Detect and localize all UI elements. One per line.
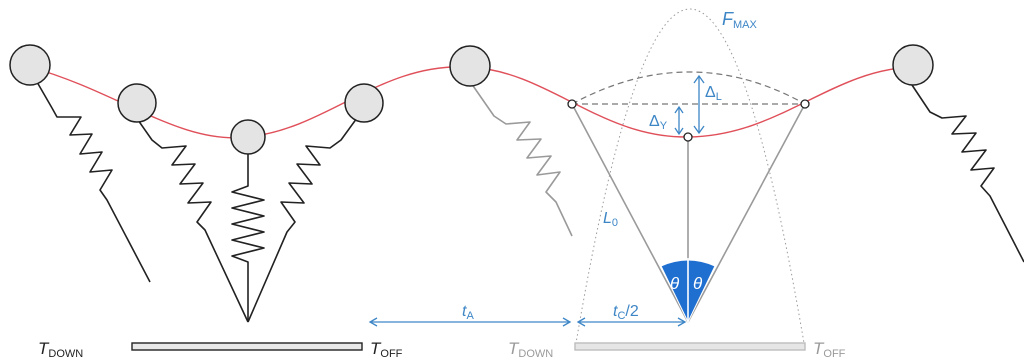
leg-left bbox=[571, 103, 689, 323]
delta-l-arrow bbox=[693, 74, 705, 135]
spring-faded bbox=[468, 79, 573, 237]
contact-point-right bbox=[800, 99, 810, 109]
spring-2 bbox=[137, 119, 249, 323]
f-max-label: FMAX bbox=[722, 9, 758, 31]
t-down-left-label: TDOWN bbox=[38, 339, 83, 359]
force-envelope-curve bbox=[574, 8, 806, 350]
spring-4 bbox=[247, 117, 358, 323]
delta-y-label: ΔY bbox=[649, 113, 668, 132]
timing-bar-right bbox=[574, 342, 806, 351]
t-c-label: tC/2 bbox=[613, 303, 639, 322]
spring-3 bbox=[231, 153, 265, 322]
spring-1 bbox=[36, 81, 151, 283]
delta-l-label: ΔL bbox=[705, 84, 722, 103]
body-mass-5 bbox=[449, 45, 491, 87]
theta-right-label: θ bbox=[693, 274, 703, 293]
theta-left-label: θ bbox=[670, 274, 680, 293]
body-mass-6 bbox=[892, 44, 934, 86]
timing-bar-left bbox=[131, 342, 363, 351]
left-spring-group bbox=[36, 81, 358, 323]
body-mass-2 bbox=[117, 83, 157, 123]
t-c-arrow bbox=[576, 317, 687, 327]
body-mass-4 bbox=[344, 83, 384, 123]
leg-length-arc bbox=[571, 71, 806, 105]
body-mass-1 bbox=[9, 44, 51, 86]
t-a-label: tA bbox=[462, 303, 474, 322]
t-off-left-label: TOFF bbox=[370, 339, 403, 359]
leg-right bbox=[687, 103, 806, 323]
delta-y-arrow bbox=[674, 105, 684, 136]
contact-points bbox=[567, 99, 810, 142]
contact-point-left bbox=[567, 99, 577, 109]
t-off-right-label: TOFF bbox=[813, 339, 846, 359]
t-down-right-label: TDOWN bbox=[508, 339, 553, 359]
spring-right bbox=[909, 81, 1024, 263]
l0-label: L0 bbox=[603, 210, 618, 229]
body-mass-group bbox=[9, 44, 934, 155]
t-a-arrow bbox=[368, 317, 572, 327]
body-mass-3 bbox=[230, 119, 266, 155]
contact-point-center bbox=[683, 132, 693, 142]
